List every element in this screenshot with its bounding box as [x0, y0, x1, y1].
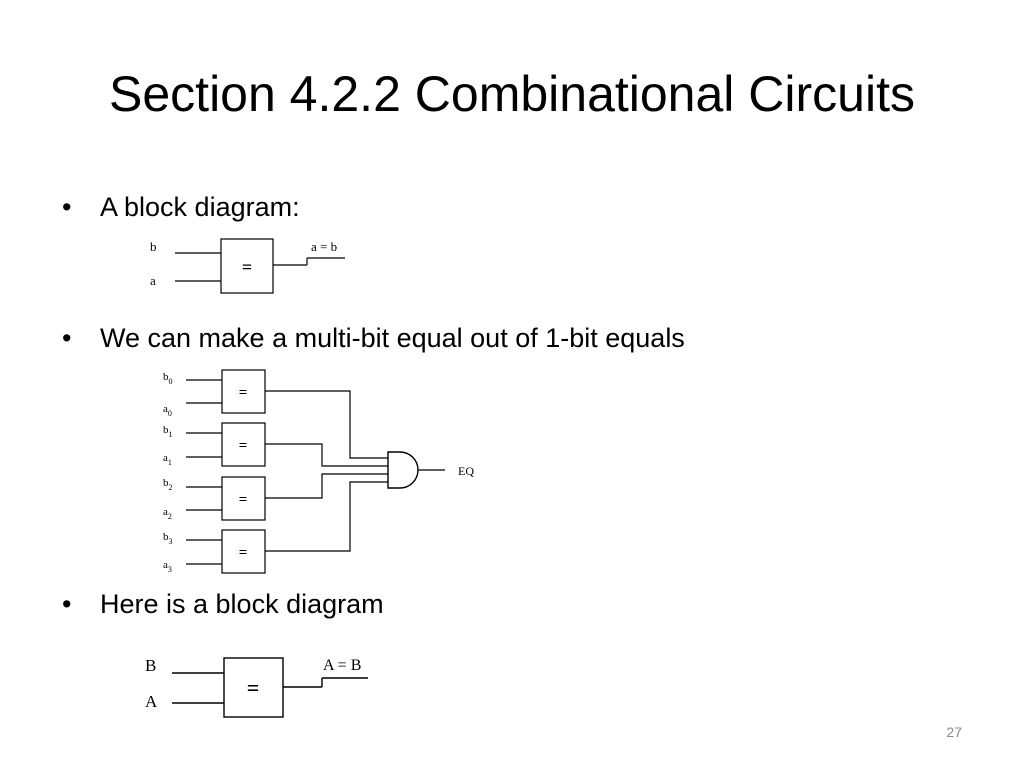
- input-label-a0: a0: [163, 403, 172, 418]
- equal-block-3: [221, 529, 266, 574]
- slide-title: Section 4.2.2 Combinational Circuits: [109, 66, 915, 122]
- input-label-b: b: [150, 239, 157, 254]
- route-wire-0: [265, 390, 388, 459]
- bullet-dot: •: [62, 192, 72, 222]
- bullet-text: Here is a block diagram: [100, 589, 384, 619]
- equal-block-2: [221, 476, 266, 521]
- bullet-item: • We can make a multi-bit equal out of 1-…: [62, 321, 685, 355]
- input-label-b1: b1: [163, 424, 173, 439]
- equal-symbol: =: [242, 257, 252, 277]
- input-label-A: A: [145, 692, 158, 711]
- equal-block: [223, 657, 284, 718]
- equal-symbol-3: =: [239, 545, 248, 561]
- output-label: A = B: [323, 657, 361, 674]
- input-label-b2: b2: [163, 477, 173, 492]
- equal-symbol-0: =: [239, 385, 248, 401]
- input-label-a3: a3: [163, 559, 172, 574]
- bullet-text: We can make a multi-bit equal out of 1-b…: [100, 323, 685, 353]
- equal-block: [220, 238, 274, 294]
- equal-symbol-1: =: [239, 438, 248, 454]
- equal-symbol-2: =: [239, 492, 248, 508]
- input-label-a2: a2: [163, 506, 172, 521]
- input-label-B: B: [145, 656, 156, 675]
- bullet-item: • A block diagram:: [62, 190, 300, 224]
- input-label-b3: b3: [163, 531, 173, 546]
- bullet-text: A block diagram:: [100, 192, 300, 222]
- page-number: 27: [946, 724, 962, 740]
- equal-symbol: =: [247, 675, 260, 700]
- input-label-a1: a1: [163, 452, 172, 467]
- route-wire-1: [265, 443, 388, 467]
- equal-block-0: [221, 369, 266, 414]
- and-gate: [387, 451, 419, 489]
- input-label-b0: b0: [163, 371, 173, 386]
- input-label-a: a: [150, 273, 156, 288]
- route-wire-2: [265, 473, 388, 499]
- bullet-dot: •: [62, 589, 72, 619]
- bullet-item: • Here is a block diagram: [62, 587, 384, 621]
- output-label: a = b: [311, 239, 337, 254]
- bullet-dot: •: [62, 323, 72, 353]
- output-label-eq: EQ: [458, 464, 474, 478]
- route-wire-3: [265, 481, 388, 552]
